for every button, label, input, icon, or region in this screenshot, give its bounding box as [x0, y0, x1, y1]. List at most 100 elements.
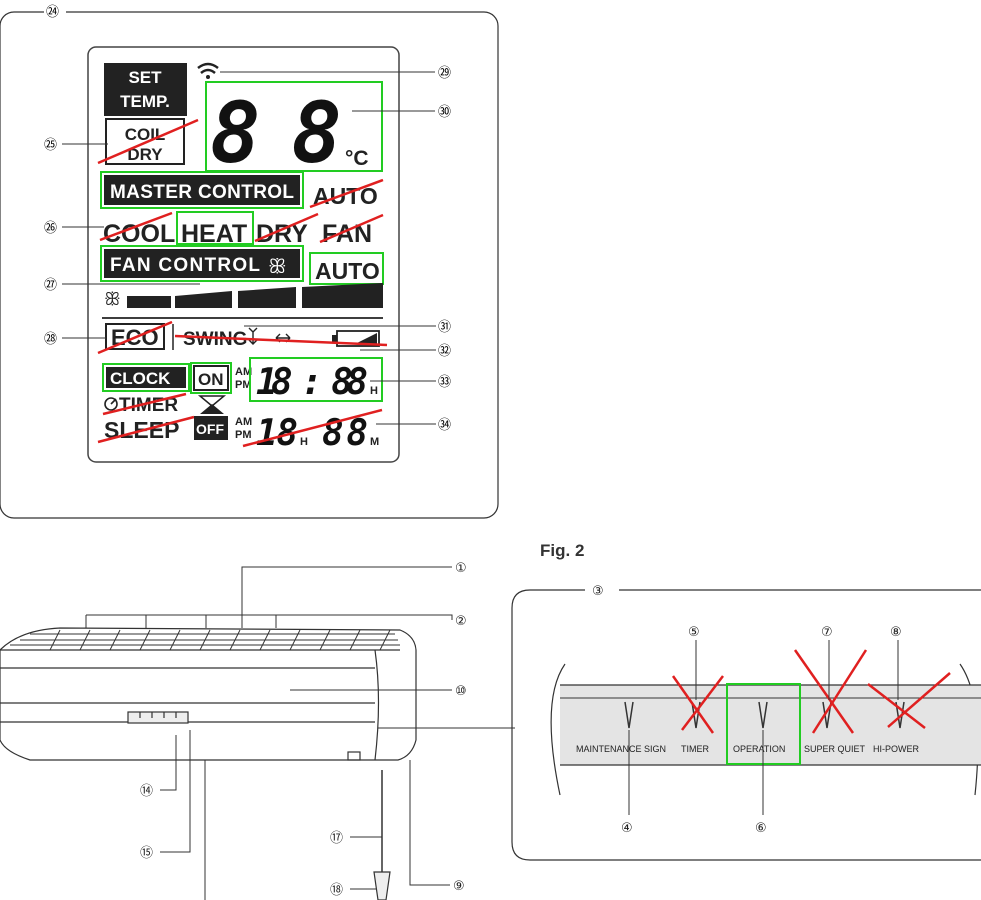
- leader-1: [241, 566, 452, 628]
- callout-27: ㉗: [44, 278, 57, 293]
- set-temp-line1: SET: [128, 68, 162, 87]
- label-operation: OPERATION: [733, 744, 785, 754]
- callout-31: ㉛: [438, 320, 451, 335]
- celsius-label: °C: [345, 147, 369, 170]
- time2-unit: M: [370, 436, 379, 448]
- lamp-super-quiet: [822, 701, 832, 729]
- clock-label: CLOCK: [110, 369, 171, 388]
- master-control-label: MASTER CONTROL: [110, 182, 294, 203]
- callout-3: ③: [592, 584, 604, 599]
- figure-label: Fig. 2: [540, 541, 584, 560]
- remote-outline: [0, 11, 499, 519]
- master-control-highlight: [100, 171, 304, 209]
- callout-25: ㉕: [44, 138, 57, 153]
- clock-box: [106, 367, 186, 388]
- callout-30: ㉚: [438, 105, 451, 120]
- fan-bar-2: [175, 291, 232, 308]
- label-timer: TIMER: [681, 744, 709, 754]
- leader-15: [160, 730, 191, 853]
- unit-side-curve: [374, 649, 380, 761]
- eco-box: [105, 323, 165, 350]
- dry-label: DRY: [256, 220, 308, 248]
- off-label: OFF: [196, 421, 224, 437]
- pm-label-2: PM: [235, 429, 252, 441]
- indicator-panel-outline: [511, 589, 981, 861]
- panel-leaders: [628, 640, 899, 815]
- time1-digits: 18 : 88: [256, 362, 368, 403]
- eco-strike: [97, 320, 173, 355]
- callout-15: ⑮: [140, 846, 153, 861]
- quiet-strike-2: [811, 649, 868, 734]
- fan-speed-icon: ꕥ: [104, 289, 121, 310]
- up-triangle-icon: [200, 404, 224, 414]
- callout-10: ⑩: [455, 684, 467, 699]
- callout-18: ⑱: [330, 883, 343, 898]
- temp-digits: 88: [210, 84, 342, 182]
- fan-label: FAN: [322, 220, 372, 248]
- fan-bar-3: [238, 287, 296, 308]
- on-label: ON: [198, 370, 224, 389]
- callout-24: ㉔: [46, 5, 59, 20]
- callout-33: ㉝: [438, 375, 451, 390]
- auto-fan-label: AUTO: [315, 258, 380, 284]
- indicator-strip-ticks: [139, 712, 177, 718]
- time1-highlight: [249, 357, 383, 402]
- callout-6: ⑥: [755, 821, 767, 836]
- callout-4: ④: [621, 821, 633, 836]
- callout-24-mask: [44, 3, 66, 19]
- fan-strike: [319, 213, 384, 244]
- callout-29: ㉙: [438, 66, 451, 81]
- callout-2: ②: [455, 614, 467, 629]
- callout-17: ⑰: [330, 831, 343, 846]
- lamp-operation: [758, 701, 768, 729]
- timer-strike: [102, 392, 187, 416]
- cool-strike: [99, 211, 173, 242]
- callout-34: ㉞: [438, 418, 451, 433]
- heat-highlight: [176, 211, 254, 245]
- indicator-panel: ③ MAINTENANCE SIGN TIMER OPERATION SUPER…: [511, 580, 981, 861]
- leader-9: [409, 760, 450, 886]
- down-triangle-icon: [197, 395, 227, 407]
- callout-1: ①: [455, 561, 467, 576]
- quiet-strike-1: [793, 649, 855, 734]
- fan-bar-4: [302, 283, 383, 308]
- callout-8: ⑧: [890, 625, 902, 640]
- fan-speed-bars: [127, 283, 383, 308]
- indoor-unit: [0, 566, 515, 900]
- timer-strike-1: [671, 675, 715, 734]
- hipower-strike-2: [887, 672, 951, 728]
- clock-highlight: [102, 363, 190, 392]
- callout-3-mask: [585, 580, 619, 600]
- fan-control-label: FAN CONTROL: [110, 255, 260, 276]
- battery-icon: [332, 330, 380, 347]
- auto-top-label: AUTO: [313, 183, 378, 209]
- fan-control-box: [104, 249, 300, 278]
- panel-left-edge: [550, 663, 566, 796]
- receiver-window: [347, 751, 361, 761]
- strike-marks: [671, 649, 951, 734]
- coil-label: COIL: [125, 125, 166, 144]
- on-highlight: [190, 362, 232, 394]
- label-maintenance-sign: MAINTENANCE SIGN: [576, 744, 666, 754]
- am-label-2: AM: [235, 416, 252, 428]
- fan-bar-1: [127, 296, 171, 308]
- label-super-quiet: SUPER QUIET: [804, 744, 866, 754]
- callout-7: ⑦: [821, 625, 833, 640]
- hipower-strike-1: [867, 683, 926, 729]
- fan-control-highlight: [100, 245, 304, 282]
- wifi-icon: [197, 62, 219, 79]
- leader-2: [276, 614, 453, 620]
- am-label-1: AM: [235, 366, 252, 378]
- callout-14: ⑭: [140, 784, 153, 799]
- label-hi-power: HI-POWER: [873, 744, 919, 754]
- callout-28: ㉘: [44, 332, 57, 347]
- auto-top-strike: [309, 178, 384, 209]
- time2-h: H: [300, 436, 308, 448]
- sleep-strike: [97, 415, 195, 444]
- heat-label: HEAT: [181, 220, 247, 248]
- dry-small-label: DRY: [127, 145, 163, 164]
- swing-label: SWING: [183, 329, 247, 350]
- callout-9: ⑨: [453, 879, 465, 894]
- swing-strike: [174, 334, 388, 347]
